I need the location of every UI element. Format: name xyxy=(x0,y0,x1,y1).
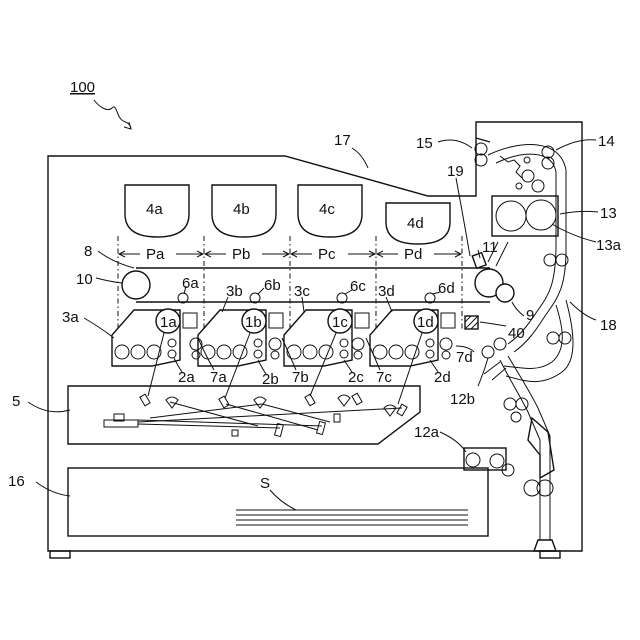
exit-roller-lower xyxy=(475,154,487,166)
label-18: 18 xyxy=(600,317,617,334)
label-3c: 3c xyxy=(294,283,310,300)
manual-feed-roller xyxy=(524,480,540,496)
label-6b: 6b xyxy=(264,277,281,294)
label-15: 15 xyxy=(416,135,433,152)
label-40: 40 xyxy=(508,325,525,342)
output-tray xyxy=(476,138,490,142)
label-17: 17 xyxy=(334,132,351,149)
paper-stack xyxy=(236,510,468,525)
pickup-roller xyxy=(466,453,480,467)
secondary-transfer-roller xyxy=(496,284,514,302)
label-12b: 12b xyxy=(450,391,475,408)
image-station-b xyxy=(198,293,283,366)
label-11: 11 xyxy=(482,239,498,256)
label-9: 9 xyxy=(526,307,534,324)
label-12a: 12a xyxy=(414,424,440,441)
label-7a: 7a xyxy=(210,369,227,386)
image-station-a xyxy=(112,293,202,366)
paper-cassette xyxy=(68,468,488,536)
label-19: 19 xyxy=(447,163,464,180)
label-3d: 3d xyxy=(378,283,395,300)
label-3b: 3b xyxy=(226,283,243,300)
exposure-unit xyxy=(68,386,420,444)
label-6d: 6d xyxy=(438,280,455,297)
switching-gate xyxy=(500,156,522,178)
label-Pd: Pd xyxy=(404,246,422,263)
label-4d: 4d xyxy=(407,215,424,232)
label-1d: 1d xyxy=(417,314,434,331)
registration-roller xyxy=(482,346,494,358)
label-6c: 6c xyxy=(350,278,366,295)
label-4b: 4b xyxy=(233,201,250,218)
label-7b: 7b xyxy=(292,369,309,386)
label-8: 8 xyxy=(84,243,92,260)
label-4c: 4c xyxy=(319,201,335,218)
label-3a: 3a xyxy=(62,309,79,326)
heating-roller xyxy=(496,201,526,231)
label-100: 100 xyxy=(70,79,95,96)
label-Pb: Pb xyxy=(232,246,250,263)
label-Pc: Pc xyxy=(318,246,336,263)
label-1c: 1c xyxy=(332,314,348,331)
label-10: 10 xyxy=(76,271,93,288)
label-Pa: Pa xyxy=(146,246,165,263)
image-station-d xyxy=(370,293,455,366)
label-1a: 1a xyxy=(160,314,177,331)
label-14: 14 xyxy=(598,133,615,150)
label-2b: 2b xyxy=(262,371,279,388)
foot-left xyxy=(50,551,70,558)
foot-right xyxy=(540,551,560,558)
label-7d: 7d xyxy=(456,349,473,366)
label-2c: 2c xyxy=(348,369,364,386)
label-2d: 2d xyxy=(434,369,451,386)
density-sensor-40 xyxy=(465,316,478,329)
drive-roller xyxy=(122,271,150,299)
label-S: S xyxy=(260,475,270,492)
label-16: 16 xyxy=(8,473,25,490)
label-7c: 7c xyxy=(376,369,392,386)
fixing-roller xyxy=(526,200,556,230)
label-13: 13 xyxy=(600,205,617,222)
label-6a: 6a xyxy=(182,275,199,292)
leader-lines xyxy=(28,100,598,510)
exit-roller-upper xyxy=(475,143,487,155)
main-housing-outline xyxy=(48,122,582,551)
laser-optics xyxy=(104,393,407,436)
label-2a: 2a xyxy=(178,369,195,386)
label-13a: 13a xyxy=(596,237,622,254)
label-5: 5 xyxy=(12,393,20,410)
label-1b: 1b xyxy=(245,314,262,331)
label-4a: 4a xyxy=(146,201,163,218)
